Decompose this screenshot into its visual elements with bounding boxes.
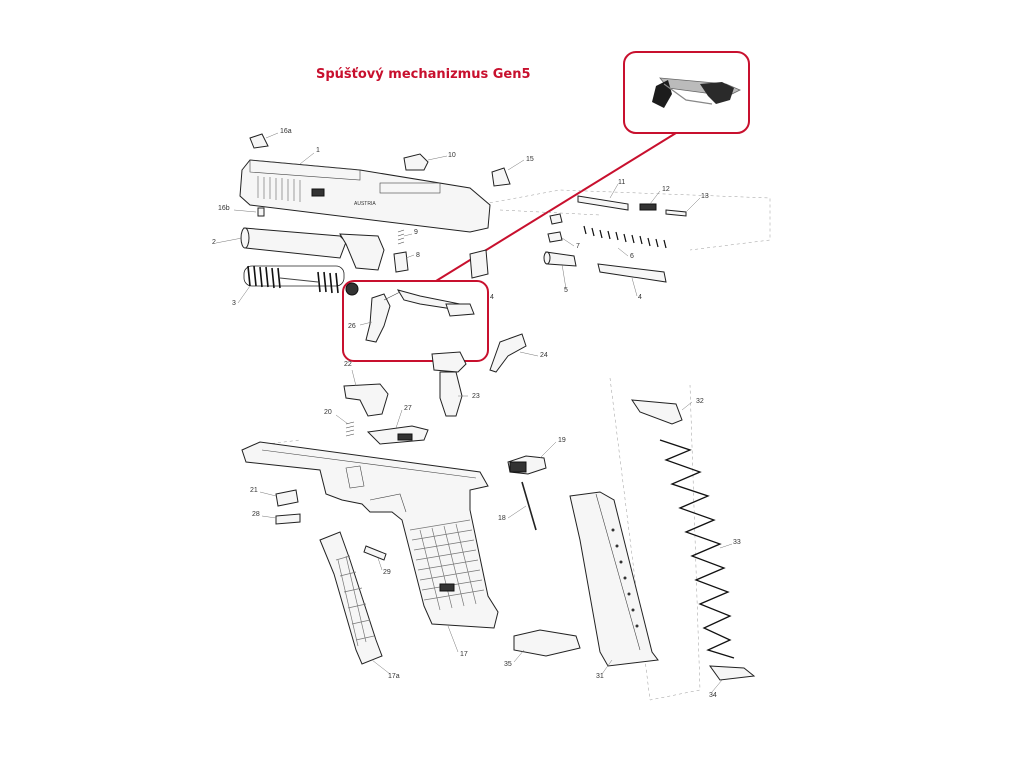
part-28: [275, 513, 301, 525]
callout-label-9: 9: [414, 229, 418, 236]
part-7a: [549, 213, 563, 225]
magazine-witness-holes: [611, 528, 639, 628]
part-6: [583, 225, 667, 249]
small-parts-top: [249, 133, 511, 279]
callout-label-33: 33: [733, 539, 741, 546]
callout-label-22: 22: [344, 361, 352, 368]
part-4: [597, 263, 667, 283]
trigger-assembly: [365, 289, 475, 343]
part-23: [439, 371, 463, 417]
firing-pin-group: [543, 195, 687, 283]
backstrap: [319, 531, 383, 665]
callout-label-8: 8: [416, 252, 420, 259]
part-5: [545, 251, 577, 267]
magazine-body: [569, 491, 659, 667]
callout-label-3: 3: [232, 300, 236, 307]
diagram-title: Spúšťový mechanizmus Gen5: [316, 67, 531, 82]
part-9: [397, 229, 405, 245]
trigger-shoe: [365, 293, 391, 343]
part-13: [665, 209, 687, 217]
callout-label-31: 31: [596, 673, 604, 680]
callout-label-32: 32: [696, 398, 704, 405]
callout-label-16a: 16a: [280, 128, 292, 135]
callout-label-4: 4: [638, 294, 642, 301]
part-16a: [249, 133, 269, 149]
callout-label-5: 5: [564, 287, 568, 294]
callout-label-12: 12: [662, 186, 670, 193]
part-10: [403, 153, 429, 171]
part-16b: [257, 207, 265, 217]
callout-label-23: 23: [472, 393, 480, 400]
part-33: [659, 439, 735, 659]
small-parts-frame: [275, 455, 547, 561]
callout-layer: 116a101511121316b29876544326242223202719…: [212, 128, 741, 699]
callout-label-26: 26: [348, 323, 356, 330]
inset-trigger-image: [652, 77, 741, 108]
part-32: [631, 399, 683, 425]
magazine-group: [513, 399, 756, 681]
callout-label-7: 7: [576, 243, 580, 250]
callout-label-28: 28: [252, 511, 260, 518]
frame: [241, 441, 499, 629]
callout-label-4b: 4: [490, 294, 494, 301]
part-24: [489, 333, 527, 373]
part-21: [275, 489, 299, 507]
callout-label-11: 11: [618, 179, 625, 186]
callout-label-6: 6: [630, 253, 634, 260]
slide: AUSTRIA: [239, 159, 491, 233]
callout-label-17: 17: [460, 651, 468, 658]
callout-label-20: 20: [324, 409, 332, 416]
callout-label-35: 35: [504, 661, 512, 668]
callout-label-27: 27: [404, 405, 412, 412]
part-7b: [547, 231, 563, 243]
trigger-housing: [431, 333, 527, 417]
part-20: [345, 421, 355, 437]
callout-label-19: 19: [558, 437, 566, 444]
part-35: [513, 629, 581, 657]
callout-label-16b: 16b: [218, 205, 230, 212]
trigger-highlight-frame: [342, 280, 489, 362]
part-22: [343, 383, 389, 417]
inset-frame: [623, 51, 750, 134]
part-34: [708, 665, 756, 681]
callout-label-2: 2: [212, 239, 216, 246]
callout-label-21: 21: [250, 487, 258, 494]
part-29: [363, 545, 387, 561]
callout-label-18: 18: [498, 515, 506, 522]
callout-label-34: 34: [709, 692, 717, 699]
recoil-spring: [243, 265, 359, 296]
callout-label-29: 29: [383, 569, 391, 576]
part-12: [639, 203, 657, 211]
callout-label-10: 10: [448, 152, 456, 159]
part-8: [393, 251, 409, 273]
part-11: [577, 195, 629, 211]
callout-label-24: 24: [540, 352, 548, 359]
locking-block: [469, 249, 489, 279]
barrel: [240, 227, 385, 271]
slide-marking: AUSTRIA: [354, 201, 376, 207]
callout-label-17a: 17a: [388, 673, 400, 680]
callout-label-1: 1: [316, 147, 320, 154]
callout-label-13: 13: [701, 193, 709, 200]
part-15: [491, 167, 511, 187]
callout-label-15: 15: [526, 156, 534, 163]
locking-parts: [343, 383, 429, 445]
part-18: [521, 481, 537, 531]
